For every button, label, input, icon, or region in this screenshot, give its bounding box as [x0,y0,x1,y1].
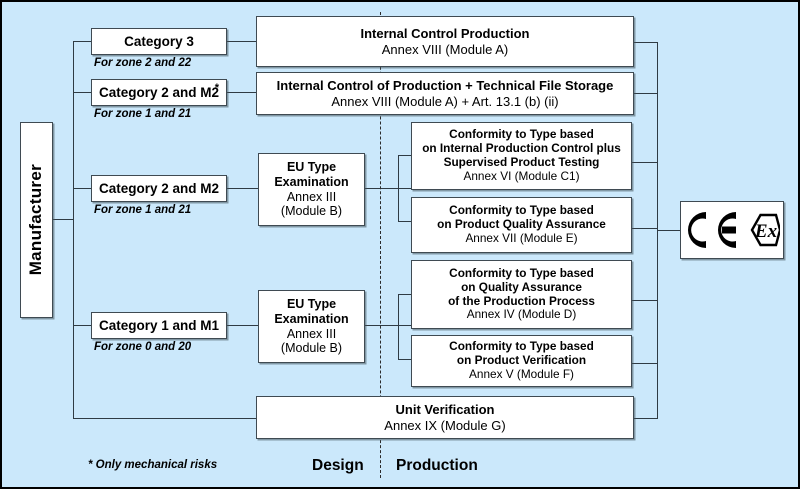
category-1-m1-box[interactable]: Category 1 and M1 [91,312,227,339]
category-1-m1-label: Category 1 and M1 [98,317,220,333]
connector-to-category-2-m2-star [73,92,92,93]
connector-eu-type-upper-out [365,188,411,189]
connector-category2-to-eu-type-upper [227,188,258,189]
unit-verification-line-2: Annex IX (Module G) [384,417,506,433]
connector-to-category-3 [73,41,92,42]
internal-control-production-box[interactable]: Internal Control Production Annex VIII (… [256,16,634,67]
category-3-zone: For zone 2 and 22 [94,57,192,69]
connector-c1-to-collector [632,162,658,163]
unit-verification-box[interactable]: Unit Verification Annex IX (Module G) [256,396,634,439]
connector-collector-to-marking [657,230,680,231]
eu-type-examination-cat1-box[interactable]: EU Type Examination Annex III (Module B) [258,290,365,363]
connector-category1-to-eu-type-lower [227,325,258,326]
c1-line-2: on Internal Production Control plus [422,141,621,156]
connector-eu-type-lower-fan [398,294,399,359]
connector-fan-to-d [398,294,411,295]
footnote-marker-asterisk: * [214,82,219,94]
connector-to-unit-verification [73,418,257,419]
unit-verification-line-1: Unit Verification [395,402,495,418]
category-2-m2-star-box[interactable]: Category 2 and M2 * [91,79,227,106]
ce-ex-marking-box: Εx [680,201,784,259]
eu-type-cat1-line-2: Examination [274,311,349,326]
connector-left-distributor [73,41,74,419]
d-line-2: on Quality Assurance [461,279,582,294]
d-line-1: Conformity to Type based [449,265,594,280]
d-line-4: Annex IV (Module D) [466,307,577,322]
connector-internal-control-to-collector [634,42,658,43]
conformity-quality-assurance-production-process-d-box[interactable]: Conformity to Type based on Quality Assu… [411,260,632,329]
eu-type-cat1-line-3: Annex III [286,326,337,341]
connector-tech-file-to-collector [634,93,658,94]
category-1-m1-zone: For zone 0 and 20 [94,341,192,353]
connector-eu-type-lower-out [365,325,411,326]
manufacturer-box[interactable]: Manufacturer [20,122,53,318]
connector-e-to-collector [632,228,658,229]
connector-category2star-to-tech-file [227,92,257,93]
category-3-box[interactable]: Category 3 [91,28,227,55]
internal-control-production-line-2: Annex VIII (Module A) [381,41,509,57]
connector-to-category-1-m1 [73,325,92,326]
c1-line-1: Conformity to Type based [449,127,594,142]
c1-line-4: Annex VI (Module C1) [463,168,580,183]
f-line-1: Conformity to Type based [449,339,594,354]
category-2-m2-star-label: Category 2 and M2 [98,84,220,100]
eu-type-cat1-line-1: EU Type [286,297,337,311]
ce-ex-marking-icon: Εx [688,212,780,248]
category-2-m2-star-zone: For zone 1 and 21 [94,108,192,120]
connector-fan-to-e [398,221,411,222]
conformity-internal-production-control-c1-box[interactable]: Conformity to Type based on Internal Pro… [411,122,632,190]
connector-manufacturer-stub [52,219,74,220]
connector-fan-to-f [398,359,411,360]
eu-type-cat2-line-2: Examination [274,174,349,189]
connector-to-category-2-m2 [73,188,92,189]
d-line-3: of the Production Process [448,293,595,308]
footnote-mechanical-risks: * Only mechanical risks [88,459,218,471]
connector-fan-to-c1 [398,155,411,156]
stage-label-production: Production [396,457,478,474]
e-line-2: on Product Quality Assurance [437,217,606,232]
design-production-divider [380,12,381,478]
c1-line-3: Supervised Product Testing [443,155,600,169]
eu-type-cat2-line-3: Annex III [286,189,337,204]
conformity-product-verification-f-box[interactable]: Conformity to Type based on Product Veri… [411,335,632,387]
category-2-m2-box[interactable]: Category 2 and M2 [91,175,227,202]
connector-d-to-collector [632,300,658,301]
tech-file-line-2: Annex VIII (Module A) + Art. 13.1 (b) (i… [331,93,559,109]
svg-text:Εx: Εx [754,221,778,242]
manufacturer-label: Manufacturer [26,164,46,276]
eu-type-cat1-line-4: (Module B) [280,341,343,356]
eu-type-examination-cat2-box[interactable]: EU Type Examination Annex III (Module B) [258,153,365,226]
category-3-label: Category 3 [124,33,194,49]
category-2-m2-zone: For zone 1 and 21 [94,204,192,216]
connector-eu-type-upper-fan [398,155,399,221]
f-line-3: Annex V (Module F) [469,366,574,381]
connector-category3-to-internal-control [227,41,257,42]
f-line-2: on Product Verification [456,353,587,368]
connector-unit-verification-to-collector [634,418,658,419]
connector-f-to-collector [632,363,658,364]
e-line-1: Conformity to Type based [449,203,594,218]
tech-file-line-1: Internal Control of Production + Technic… [276,78,614,94]
internal-control-production-technical-file-box[interactable]: Internal Control of Production + Technic… [256,72,634,115]
category-2-m2-label: Category 2 and M2 [98,180,220,196]
eu-type-cat2-line-1: EU Type [286,160,337,174]
e-line-3: Annex VII (Module E) [465,230,578,245]
stage-label-design: Design [312,457,364,474]
conformity-product-quality-assurance-e-box[interactable]: Conformity to Type based on Product Qual… [411,197,632,253]
eu-type-cat2-line-4: (Module B) [280,204,343,219]
internal-control-production-line-1: Internal Control Production [360,26,530,42]
